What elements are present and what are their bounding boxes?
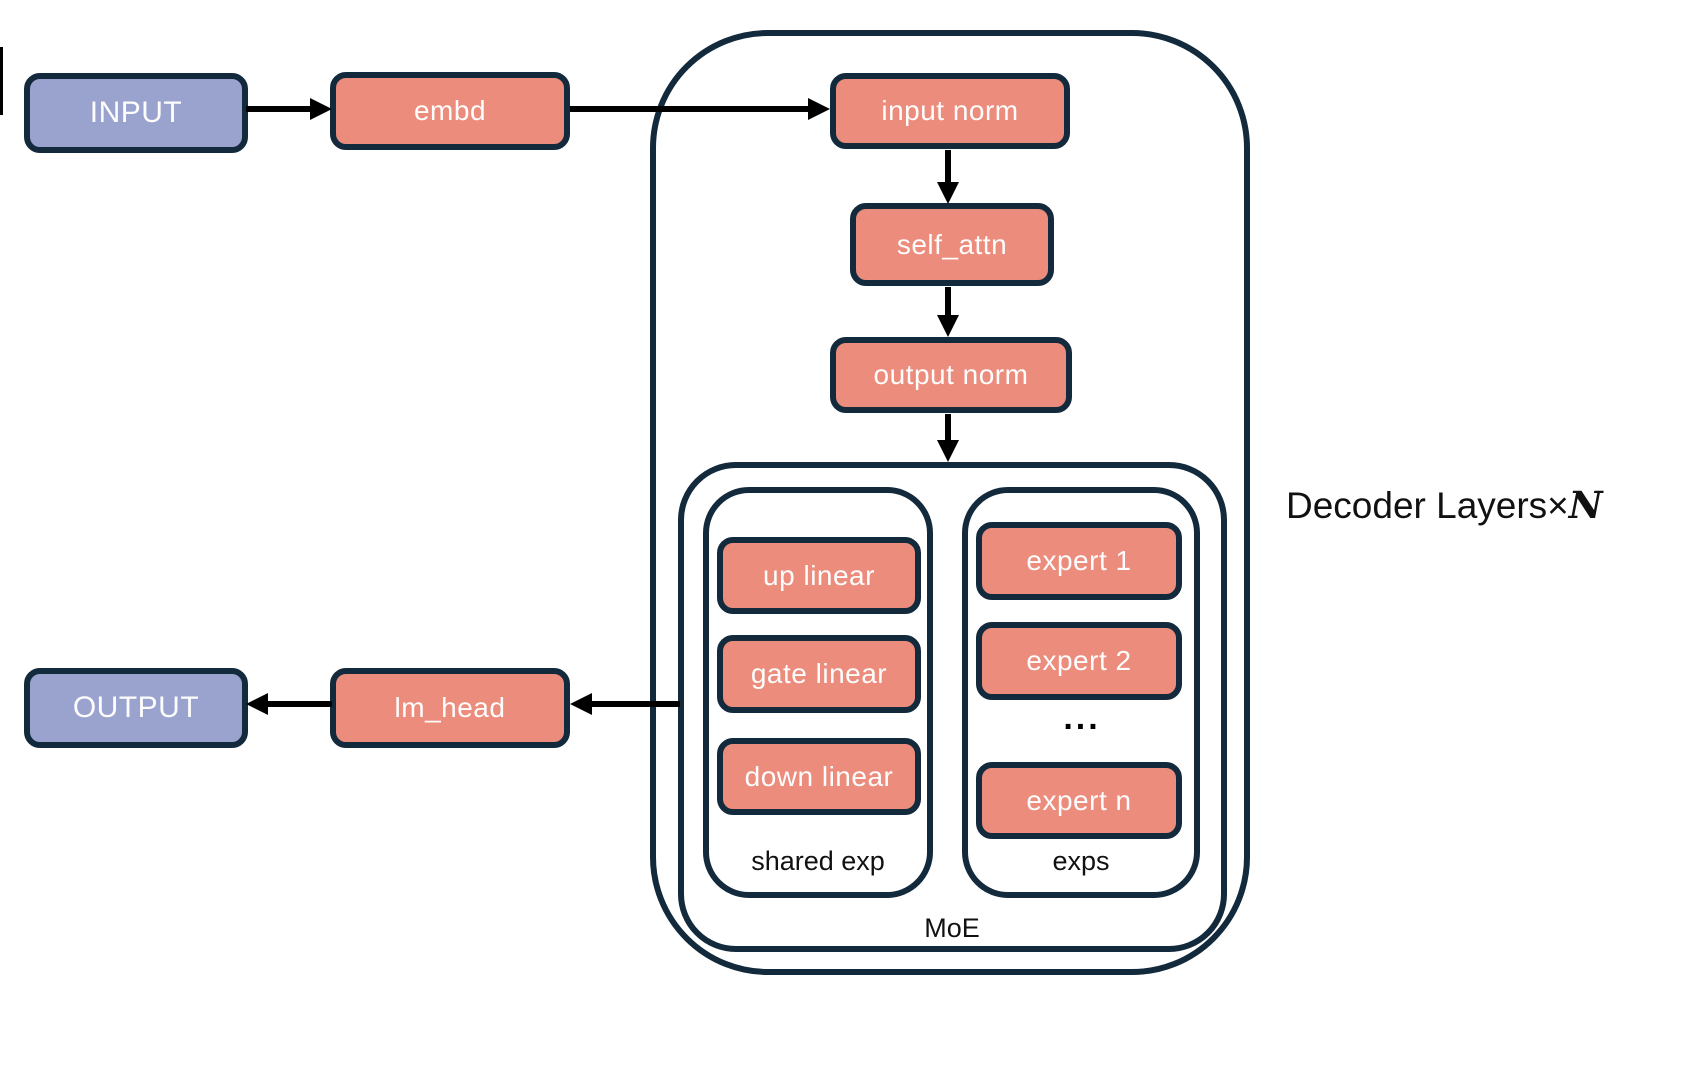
node-self-attn-label: self_attn: [896, 228, 1008, 260]
node-up-linear: up linear: [717, 537, 921, 614]
node-lm-head: lm_head: [330, 668, 570, 748]
node-expert-1: expert 1: [976, 522, 1182, 600]
node-output-norm: output norm: [830, 337, 1072, 413]
node-embd: embd: [330, 72, 570, 150]
arrow-embd-to-input-norm: [570, 98, 830, 120]
shared-exp-container: [703, 487, 933, 898]
arrow-self-attn-to-output-norm: [937, 287, 959, 337]
edge-artifact-line: [0, 47, 3, 115]
exps-caption: exps: [1052, 846, 1110, 876]
node-output-label: OUTPUT: [72, 691, 200, 724]
node-expert-2-label: expert 2: [1026, 645, 1132, 676]
node-input-norm-label: input norm: [881, 95, 1019, 126]
node-embd-label: embd: [413, 95, 487, 126]
moe-caption: MoE: [924, 913, 980, 943]
node-self-attn: self_attn: [850, 203, 1054, 286]
decoder-layers-caption: Decoder Layers×N: [1286, 483, 1603, 528]
exps-container: [962, 487, 1200, 898]
moe-container: [678, 462, 1227, 952]
node-input: INPUT: [24, 73, 248, 153]
decoder-layers-n: N: [1568, 483, 1603, 527]
node-gate-linear: gate linear: [717, 635, 921, 713]
decoder-layers-caption-text: Decoder Layers×: [1286, 485, 1569, 526]
node-down-linear-label: down linear: [744, 760, 894, 792]
node-input-label: INPUT: [89, 96, 183, 129]
node-down-linear: down linear: [717, 738, 921, 815]
node-expert-2: expert 2: [976, 622, 1182, 700]
node-expert-1-label: expert 1: [1026, 545, 1132, 576]
experts-ellipsis: ...: [1063, 699, 1101, 737]
arrow-moe-to-lm-head: [570, 693, 680, 715]
node-lm-head-label: lm_head: [394, 692, 506, 723]
arrow-lm-head-to-output: [246, 693, 332, 715]
node-input-norm: input norm: [830, 73, 1070, 149]
decoder-layers-container: [650, 30, 1250, 975]
node-gate-linear-label: gate linear: [750, 658, 888, 689]
node-output-norm-label: output norm: [873, 359, 1029, 390]
shared-exp-caption: shared exp: [751, 846, 885, 876]
node-output: OUTPUT: [24, 668, 248, 748]
arrow-input-norm-to-self-attn: [937, 150, 959, 204]
node-expert-n-label: expert n: [1026, 784, 1132, 816]
node-up-linear-label: up linear: [763, 559, 875, 591]
arrow-output-norm-to-moe: [937, 414, 959, 462]
node-expert-n: expert n: [976, 762, 1182, 839]
arrow-input-to-embd: [246, 98, 332, 120]
